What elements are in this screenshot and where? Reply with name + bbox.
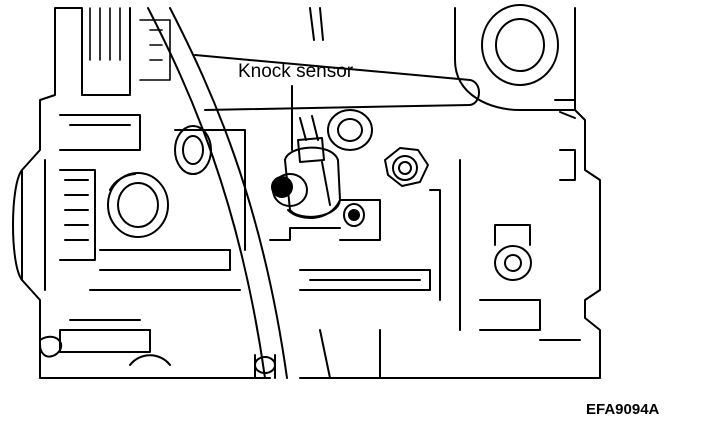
right-bolt [384,147,429,187]
engine-block-outline [12,7,601,379]
left-block-details [39,114,241,358]
small-nut [343,203,365,227]
upper-pipe [194,7,480,111]
knock-sensor [271,115,341,220]
dipstick-tube [147,7,288,379]
central-bosses [174,109,373,251]
knock-sensor-label: Knock sensor [238,61,354,82]
right-boss [479,224,541,331]
right-upper-housing [454,4,576,181]
mounting-face [269,159,461,331]
left-cup-plug [107,172,169,238]
figure-code: EFA9094A [586,401,660,418]
lower-details [129,329,581,379]
